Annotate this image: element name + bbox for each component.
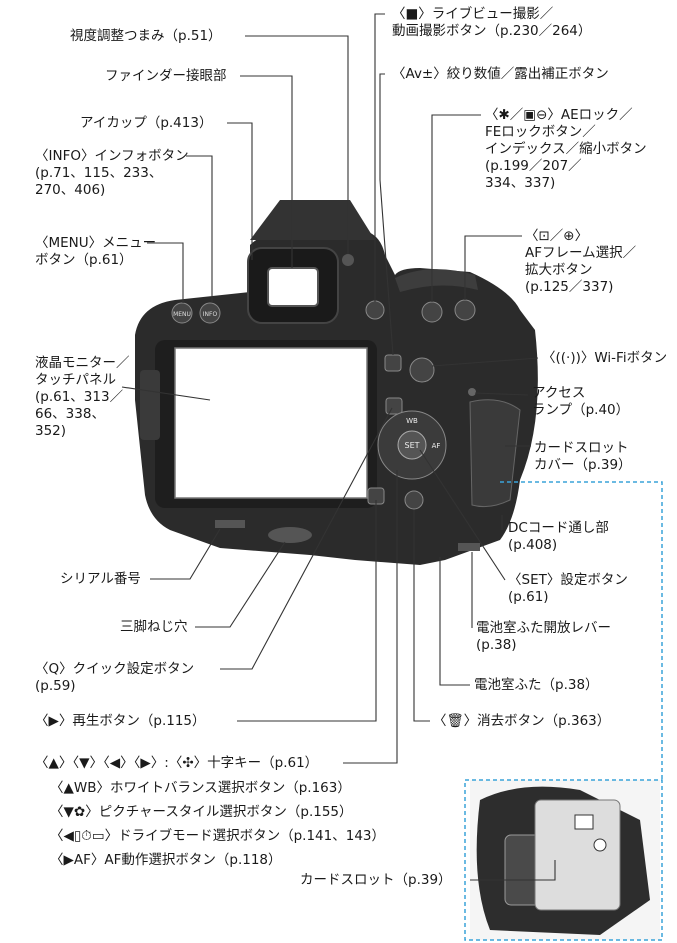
quick-button-shape bbox=[385, 397, 403, 415]
card-slot-inset bbox=[470, 780, 660, 940]
label-av: 〈Av±〉絞り数値／露出補正ボタン bbox=[392, 66, 609, 82]
label-info: 〈INFO〉インフォボタン (p.71、115、233、 270、406) bbox=[35, 148, 189, 198]
label-tripod: 三脚ねじ穴 bbox=[120, 619, 188, 635]
tripod-socket-shape bbox=[268, 527, 312, 543]
svg-text:AF: AF bbox=[432, 442, 441, 450]
label-battery-cover: 電池室ふた（p.38） bbox=[474, 677, 599, 693]
svg-text:INFO: INFO bbox=[203, 311, 218, 318]
label-quick: 〈Q〉クイック設定ボタン (p.59) bbox=[35, 661, 195, 694]
label-liveview: 〈■〉ライブビュー撮影／ 動画撮影ボタン（p.230／264） bbox=[392, 6, 592, 39]
card-cover-shape bbox=[469, 399, 521, 508]
label-access: アクセス ランプ（p.40） bbox=[532, 385, 630, 418]
label-battery-lever: 電池室ふた開放レバー (p.38) bbox=[476, 620, 611, 653]
erase-button-shape bbox=[404, 490, 424, 510]
info-button-shape bbox=[199, 302, 221, 324]
set-button-shape bbox=[397, 430, 427, 460]
mode-dial bbox=[395, 269, 478, 292]
svg-text:SET: SET bbox=[404, 441, 419, 450]
lcd-hinge bbox=[140, 370, 160, 440]
svg-text:WB: WB bbox=[406, 417, 418, 425]
label-picture-style: 〈▼✿〉ピクチャースタイル選択ボタン（p.155） bbox=[50, 804, 353, 820]
label-af-mode: 〈▶AF〉AF動作選択ボタン（p.118） bbox=[50, 852, 282, 868]
eyepiece-window bbox=[267, 267, 319, 307]
label-diopter: 視度調整つまみ（p.51） bbox=[70, 28, 222, 44]
prism bbox=[250, 200, 375, 240]
label-wifi: 〈((·))〉Wi-Fiボタン bbox=[542, 350, 668, 366]
battery-lever-shape bbox=[458, 543, 480, 551]
label-cross-keys: 〈▲〉〈▼〉〈◀〉〈▶〉:〈✣〉十字キー（p.61） bbox=[35, 755, 319, 771]
label-lcd: 液晶モニター／ タッチパネル (p.61、313／ 66、338、 352) bbox=[35, 355, 130, 439]
label-wb: 〈▲WB〉ホワイトバランス選択ボタン（p.163） bbox=[50, 780, 351, 796]
label-erase: 〈🗑〉消去ボタン（p.363） bbox=[433, 713, 611, 729]
label-eyepiece: ファインダー接眼部 bbox=[105, 68, 227, 84]
label-play: 〈▶〉再生ボタン（p.115） bbox=[35, 713, 206, 729]
diopter-knob bbox=[342, 254, 354, 266]
wifi-button-shape bbox=[409, 357, 435, 383]
label-menu: 〈MENU〉メニュー ボタン（p.61） bbox=[35, 235, 157, 268]
menu-button-shape bbox=[171, 302, 193, 324]
label-drive: 〈◀▯⏱▭〉ドライブモード選択ボタン（p.141、143） bbox=[50, 828, 385, 844]
access-lamp-shape bbox=[468, 388, 476, 396]
label-set: 〈SET〉設定ボタン (p.61) bbox=[508, 572, 628, 605]
label-ae-lock: 〈✱／▣⊖〉AEロック／ FEロックボタン／ インデックス／縮小ボタン (p.1… bbox=[485, 107, 647, 191]
label-af-point: 〈⊡／⊕〉 AFフレーム選択／ 拡大ボタン (p.125／337) bbox=[525, 228, 637, 295]
label-dc: DCコード通し部 (p.408) bbox=[508, 520, 609, 553]
label-card-slot: カードスロット（p.39） bbox=[300, 872, 452, 888]
svg-text:MENU: MENU bbox=[173, 311, 191, 318]
lcd-screen bbox=[174, 347, 368, 499]
serial-plate bbox=[215, 520, 245, 528]
label-card-cover: カードスロット カバー（p.39） bbox=[534, 440, 632, 473]
label-eyecup: アイカップ（p.413） bbox=[80, 115, 213, 131]
label-serial: シリアル番号 bbox=[60, 571, 141, 587]
